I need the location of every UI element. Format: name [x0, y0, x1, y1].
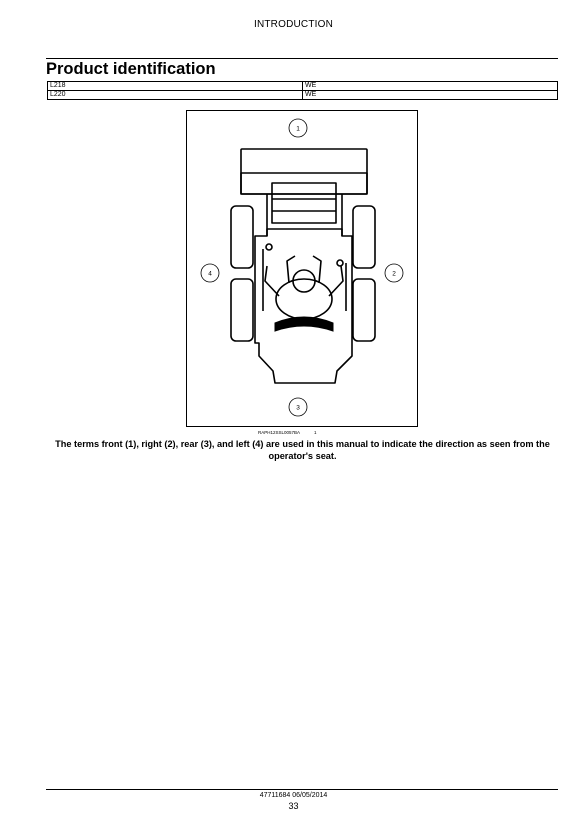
bucket-shape [240, 148, 368, 195]
page-number: 33 [288, 801, 299, 811]
chassis-outline [254, 228, 353, 384]
region-cell: WE [302, 81, 558, 91]
callout-front-circle [288, 118, 308, 138]
footer-divider [46, 789, 558, 790]
operator-right-arm [328, 265, 344, 297]
model-table: L218 WE L220 WE [47, 81, 558, 100]
skid-steer-top-view-drawing: 1 2 3 4 [200, 118, 404, 417]
callout-right-label: 2 [392, 271, 396, 278]
table-row: L218 WE [47, 81, 558, 91]
operator-left-arm [264, 265, 280, 297]
wheel-rear-right [352, 278, 376, 342]
figure-ref-code: RAPH12SSL0057BA [258, 430, 301, 435]
callout-left-label: 4 [208, 271, 212, 278]
cab-front-guard [271, 182, 337, 224]
callout-left-circle [200, 263, 220, 283]
wheel-front-right [352, 205, 376, 269]
wheel-front-left [230, 205, 254, 269]
page-title: Product identification [46, 58, 558, 79]
callout-rear-label: 3 [296, 405, 300, 412]
figure-ref-number: 1 [314, 430, 317, 435]
callout-right-circle [384, 263, 404, 283]
model-cell: L218 [47, 81, 303, 91]
operator-head [292, 269, 316, 293]
seat-back [274, 316, 334, 332]
region-cell: WE [302, 90, 558, 100]
footer-doc-code: 47711684 06/05/2014 [259, 792, 328, 799]
table-row: L220 WE [47, 90, 558, 100]
machine-direction-figure: 1 2 3 4 [186, 110, 418, 427]
section-header: INTRODUCTION [253, 19, 334, 30]
callout-front-label: 1 [296, 126, 300, 133]
operator-shoulders [275, 278, 333, 320]
bucket-lip [240, 172, 368, 195]
figure-reference: RAPH12SSL0057BA 1 [258, 430, 317, 435]
model-cell: L220 [47, 90, 303, 100]
callout-rear-circle [288, 397, 308, 417]
figure-caption: The terms front (1), right (2), rear (3)… [55, 439, 550, 461]
wheel-rear-left [230, 278, 254, 342]
